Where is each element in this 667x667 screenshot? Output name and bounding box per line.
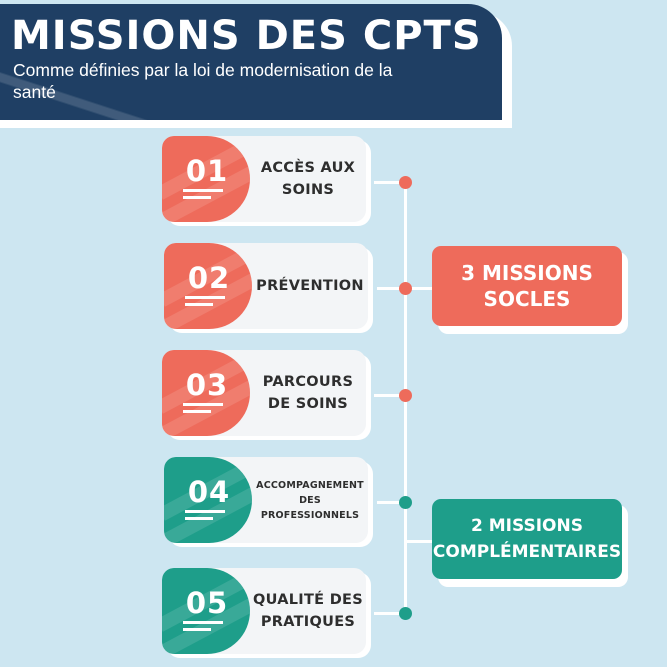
mission-number: 04 — [187, 475, 231, 509]
mission-number-tab — [164, 457, 252, 543]
page-subtitle: Comme définies par la loi de modernisati… — [13, 60, 393, 102]
connector-line-01 — [374, 181, 406, 184]
complementaires-label-line2: COMPLÉMENTAIRES — [432, 542, 622, 562]
mission-number-tab — [164, 243, 252, 329]
number-underline — [183, 189, 223, 192]
socles-label-line2: SOCLES — [483, 287, 571, 311]
page-title: MISSIONS DES CPTS — [11, 13, 482, 59]
number-underline — [183, 196, 211, 199]
header-banner: MISSIONS DES CPTS Comme définies par la … — [0, 4, 502, 120]
mission-number: 03 — [185, 368, 229, 402]
socles-label-line1: 3 MISSIONS — [461, 261, 593, 285]
connector-line-04 — [377, 501, 406, 504]
mission-number: 02 — [187, 261, 231, 295]
mission-number: 05 — [185, 586, 229, 620]
mission-label: PARCOURS DE SOINS — [262, 374, 354, 412]
mission-label: ACCOMPAGNEMENT DES PROFESSIONNELS — [256, 479, 364, 521]
mission-label: QUALITÉ DES PRATIQUES — [252, 592, 364, 630]
mission-number-tab — [162, 136, 250, 222]
connector-dot-02 — [399, 282, 412, 295]
mission-card-05: 05 QUALITÉ DES PRATIQUES — [162, 568, 366, 654]
mission-card-04: 04 ACCOMPAGNEMENT DES PROFESSIONNELS — [164, 457, 368, 543]
mission-number-tab — [162, 568, 250, 654]
number-underline — [183, 403, 223, 406]
connector-dot-05 — [399, 607, 412, 620]
missions-complementaires-box: 2 MISSIONS COMPLÉMENTAIRES — [432, 499, 622, 579]
connector-line-03 — [374, 394, 406, 397]
number-underline — [185, 296, 225, 299]
connector-line-socles — [406, 287, 434, 290]
mission-card-01: 01 ACCÈS AUX SOINS — [162, 136, 366, 222]
connector-line-05 — [374, 612, 406, 615]
number-underline — [183, 628, 211, 631]
number-underline — [183, 621, 223, 624]
number-underline — [185, 517, 213, 520]
connector-dot-04 — [399, 496, 412, 509]
complementaires-label-line1: 2 MISSIONS — [471, 516, 583, 536]
mission-label: PRÉVENTION — [256, 278, 364, 294]
mission-card-02: 02 PRÉVENTION — [164, 243, 368, 329]
number-underline — [185, 510, 225, 513]
connector-line-complementaires — [406, 540, 434, 543]
missions-socles-box: 3 MISSIONS SOCLES — [432, 246, 622, 326]
mission-card-03: 03 PARCOURS DE SOINS — [162, 350, 366, 436]
mission-number: 01 — [185, 154, 229, 188]
connector-dot-01 — [399, 176, 412, 189]
number-underline — [185, 303, 213, 306]
number-underline — [183, 410, 211, 413]
mission-number-tab — [162, 350, 250, 436]
connector-dot-03 — [399, 389, 412, 402]
mission-label: ACCÈS AUX SOINS — [260, 160, 356, 198]
connector-line-02 — [377, 287, 406, 290]
